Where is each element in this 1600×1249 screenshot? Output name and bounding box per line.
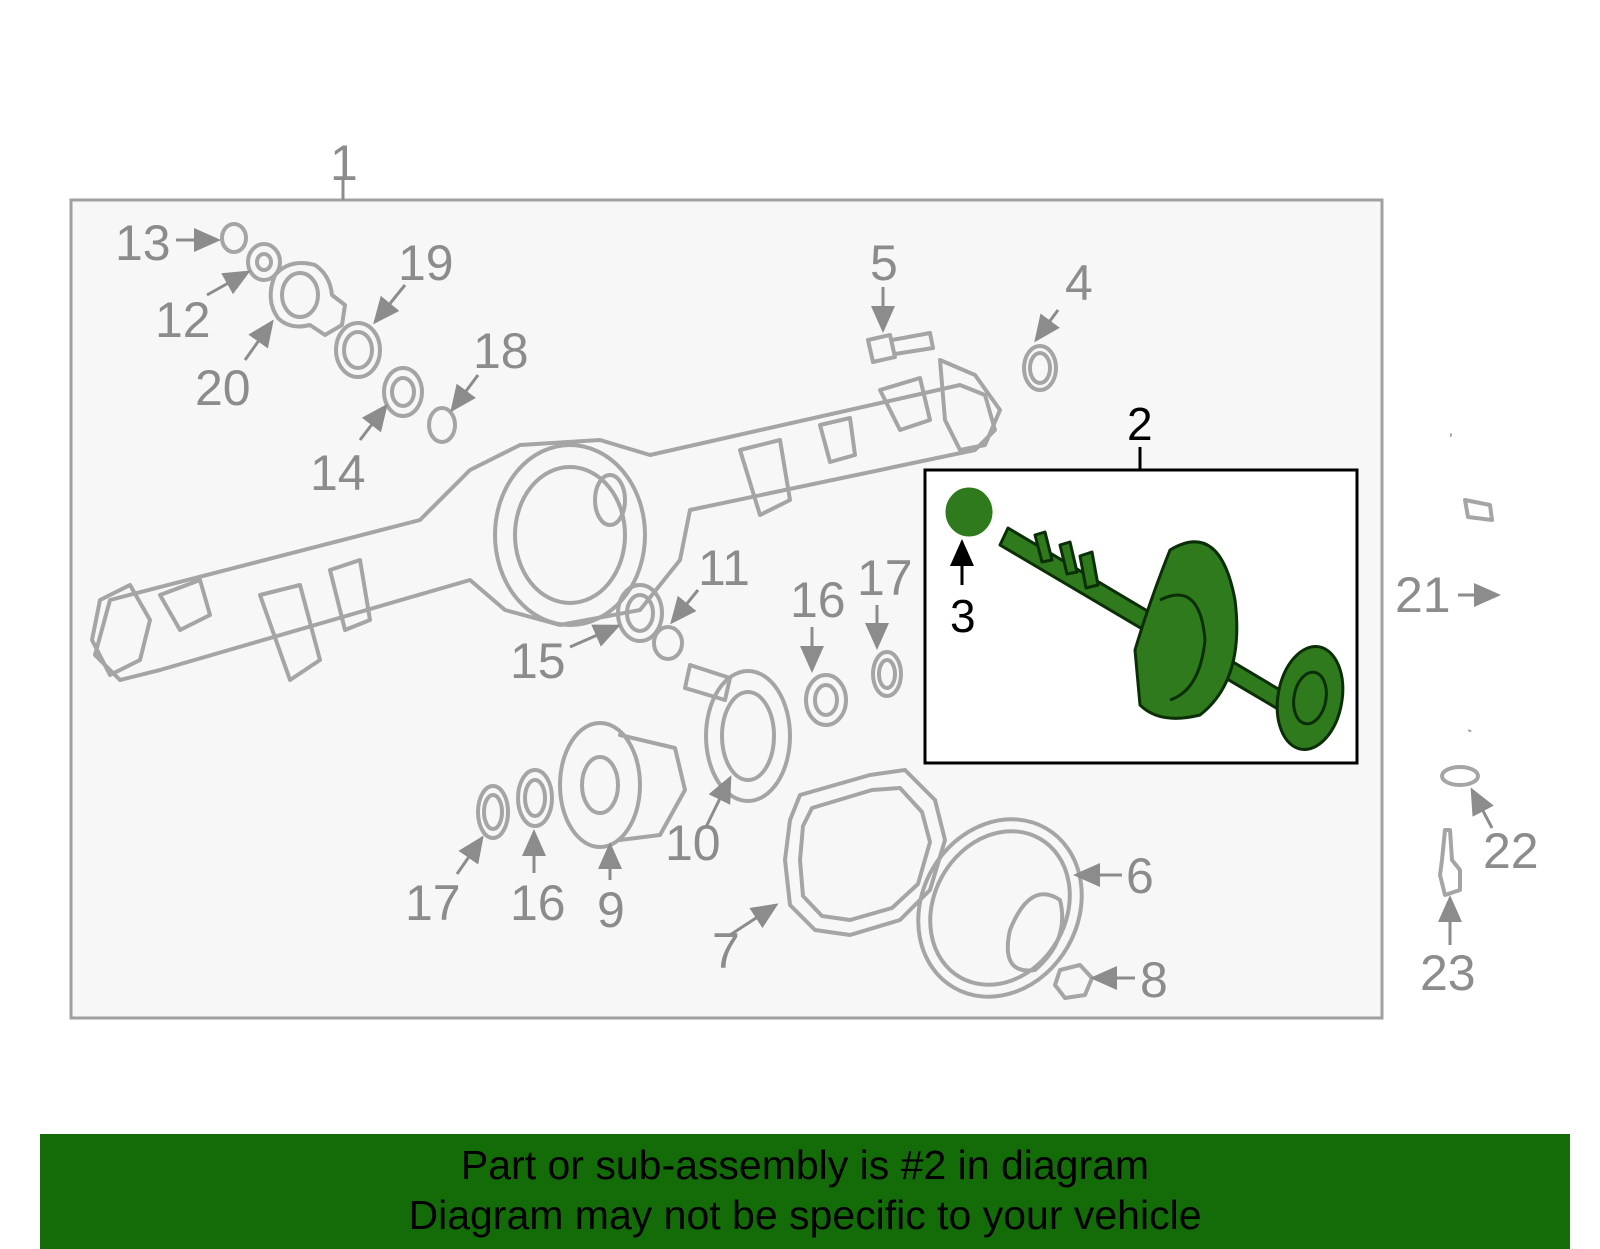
- axle-shaft-assembly-2: [945, 487, 1345, 752]
- callout-12: 12: [155, 292, 211, 348]
- seal-19: [334, 321, 382, 379]
- bearing-16-left: [516, 768, 554, 828]
- callout-9: 9: [597, 882, 625, 938]
- spacer-18: [427, 406, 457, 444]
- bearing-16-right: [804, 673, 848, 727]
- callout-16-right: 16: [790, 572, 846, 628]
- callout-1: 1: [330, 135, 358, 191]
- callout-13: 13: [115, 215, 171, 271]
- callout-15: 15: [510, 633, 566, 689]
- callout-19: 19: [398, 235, 454, 291]
- cover-parts: [783, 768, 1094, 1000]
- callout-8: 8: [1140, 952, 1168, 1008]
- callout-7: 7: [712, 923, 740, 979]
- washer-12: [246, 242, 282, 282]
- seal-4: [1022, 344, 1058, 392]
- cover-6: [916, 817, 1084, 999]
- callout-20: 20: [195, 360, 251, 416]
- bolt-8: [1053, 963, 1094, 1000]
- bolt-5: [866, 331, 935, 364]
- clip-22: [1440, 765, 1480, 787]
- parts-top-left: [220, 222, 457, 444]
- sensor-23: [1438, 828, 1462, 897]
- callout-17-right: 17: [857, 550, 913, 606]
- callout-21: 21: [1395, 567, 1451, 623]
- callout-6: 6: [1126, 848, 1154, 904]
- shim-17-right: [871, 650, 903, 698]
- axle-housing: [90, 358, 1002, 682]
- callout-5: 5: [870, 235, 898, 291]
- callout-22: 22: [1483, 823, 1539, 879]
- ring-gear-10: [704, 669, 792, 803]
- flange-20: [268, 261, 347, 337]
- callout-11: 11: [698, 540, 750, 596]
- banner-line-1: Part or sub-assembly is #2 in diagram: [460, 1142, 1150, 1188]
- callout-4: 4: [1065, 255, 1093, 311]
- bearing-15: [616, 583, 664, 643]
- callout-23: 23: [1420, 945, 1476, 1001]
- bearing-14: [382, 366, 424, 418]
- callout-16-left: 16: [510, 875, 566, 931]
- callout-labels: 1 2 3 4 5 6 7 8 9 10 11 12 13 14 15 16 1…: [115, 135, 1539, 1008]
- banner-line-2: Diagram may not be specific to your vehi…: [408, 1192, 1202, 1238]
- callout-3: 3: [950, 590, 976, 642]
- shim-11: [652, 625, 684, 661]
- callout-arrows: [176, 228, 1501, 990]
- callout-2: 2: [1127, 398, 1153, 450]
- gasket-7: [783, 768, 947, 937]
- parts-top-right: [866, 331, 1058, 392]
- differential-parts: [476, 583, 903, 849]
- nut-13: [220, 222, 248, 254]
- parts-right-side: [1397, 431, 1508, 897]
- callout-10: 10: [665, 815, 721, 871]
- info-banner: Part or sub-assembly is #2 in diagram Di…: [40, 1134, 1570, 1249]
- callout-18: 18: [473, 323, 529, 379]
- callout-17-left: 17: [405, 875, 461, 931]
- callout-14: 14: [310, 445, 366, 501]
- shim-17-left: [476, 784, 510, 840]
